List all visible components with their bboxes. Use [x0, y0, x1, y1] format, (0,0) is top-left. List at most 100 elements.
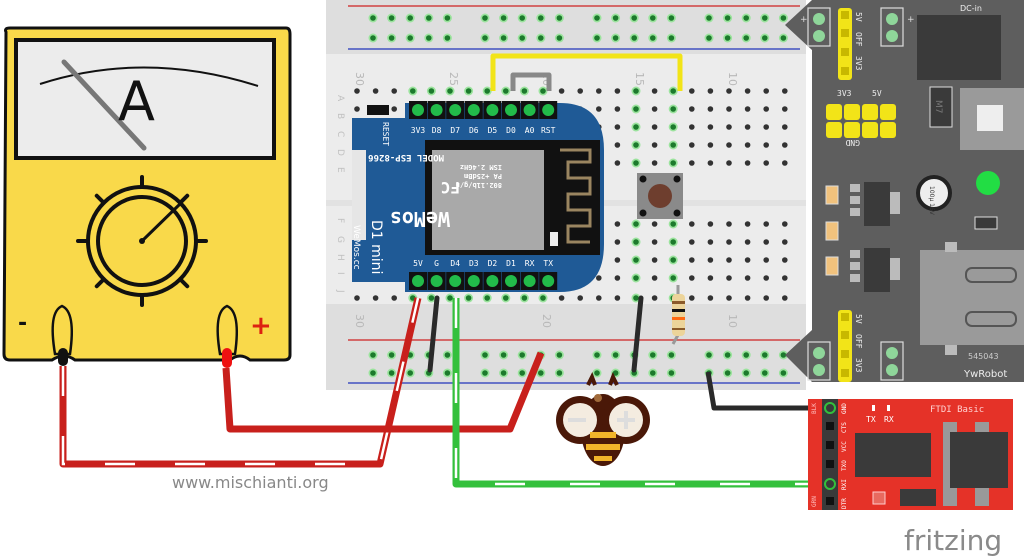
- breadboard-hole[interactable]: [707, 239, 714, 245]
- breadboard-hole[interactable]: [726, 124, 732, 130]
- breadboard-hole[interactable]: [726, 295, 732, 301]
- breadboard-hole[interactable]: [726, 106, 732, 112]
- breadboard-hole[interactable]: [726, 142, 732, 148]
- breadboard-hole[interactable]: [633, 160, 639, 166]
- ftdi-pin-vcc[interactable]: [826, 441, 834, 449]
- breadboard-hole[interactable]: [670, 106, 676, 112]
- breadboard-hole[interactable]: [782, 142, 788, 148]
- breadboard-hole[interactable]: [651, 106, 658, 112]
- header-pin[interactable]: [523, 275, 536, 287]
- breadboard-hole[interactable]: [614, 124, 621, 130]
- breadboard-hole[interactable]: [744, 239, 751, 245]
- breadboard-hole[interactable]: [763, 142, 769, 148]
- green-wire-d4-to-rxi[interactable]: [452, 298, 830, 488]
- ftdi-pin-cts[interactable]: [826, 422, 834, 430]
- header-pin[interactable]: [542, 275, 555, 287]
- breadboard-hole[interactable]: [391, 106, 398, 112]
- breadboard-hole[interactable]: [744, 160, 751, 166]
- breadboard-hole[interactable]: [428, 295, 435, 301]
- breadboard-hole[interactable]: [689, 275, 695, 281]
- breadboard-hole[interactable]: [763, 124, 769, 130]
- header-pin[interactable]: [430, 104, 443, 116]
- breadboard-hole[interactable]: [614, 221, 621, 227]
- breadboard-hole[interactable]: [670, 275, 676, 281]
- breadboard-hole[interactable]: [744, 257, 751, 263]
- breadboard-hole[interactable]: [689, 88, 695, 94]
- breadboard-hole[interactable]: [726, 239, 732, 245]
- ftdi-pin-dtr[interactable]: [826, 497, 834, 505]
- breadboard-hole[interactable]: [763, 275, 769, 281]
- breadboard-hole[interactable]: [763, 106, 769, 112]
- header-pin[interactable]: [412, 104, 424, 116]
- minus-terminal[interactable]: [51, 304, 73, 356]
- ftdi-pin-txo[interactable]: [826, 460, 834, 468]
- breadboard-hole[interactable]: [614, 275, 621, 281]
- breadboard-hole[interactable]: [707, 142, 714, 148]
- breadboard-hole[interactable]: [614, 295, 621, 301]
- breadboard-hole[interactable]: [707, 295, 714, 301]
- breadboard-hole[interactable]: [614, 160, 621, 166]
- breadboard-hole[interactable]: [689, 221, 695, 227]
- breadboard-hole[interactable]: [651, 88, 658, 94]
- breadboard-hole[interactable]: [372, 88, 379, 94]
- breadboard-hole[interactable]: [651, 295, 658, 301]
- breadboard-hole[interactable]: [465, 88, 472, 94]
- breadboard-hole[interactable]: [744, 295, 751, 301]
- breadboard-hole[interactable]: [782, 106, 788, 112]
- breadboard-hole[interactable]: [596, 295, 602, 301]
- breadboard-hole[interactable]: [503, 295, 509, 301]
- breadboard-hole[interactable]: [577, 88, 583, 94]
- header-pin[interactable]: [505, 275, 517, 287]
- breadboard-hole[interactable]: [447, 88, 453, 94]
- breadboard-hole[interactable]: [447, 295, 453, 301]
- breadboard-hole[interactable]: [391, 295, 398, 301]
- breadboard-hole[interactable]: [670, 160, 676, 166]
- breadboard-hole[interactable]: [707, 124, 714, 130]
- breadboard-hole[interactable]: [707, 160, 714, 166]
- header-pin[interactable]: [449, 104, 462, 116]
- breadboard-hole[interactable]: [577, 295, 583, 301]
- breadboard-hole[interactable]: [651, 275, 658, 281]
- breadboard-hole[interactable]: [633, 88, 639, 94]
- breadboard-hole[interactable]: [782, 257, 788, 263]
- breadboard-hole[interactable]: [782, 295, 788, 301]
- ftdi-pin-rxi[interactable]: [824, 478, 836, 490]
- breadboard-hole[interactable]: [726, 221, 732, 227]
- breadboard-hole[interactable]: [763, 88, 769, 94]
- header-pin[interactable]: [523, 104, 536, 116]
- breadboard-hole[interactable]: [558, 295, 565, 301]
- breadboard-hole[interactable]: [689, 160, 695, 166]
- breadboard-hole[interactable]: [763, 221, 769, 227]
- black-wire-button[interactable]: [631, 295, 644, 373]
- breadboard-hole[interactable]: [726, 275, 732, 281]
- breadboard-hole[interactable]: [782, 239, 788, 245]
- breadboard-hole[interactable]: [354, 106, 360, 112]
- button-cap[interactable]: [648, 184, 672, 208]
- breadboard-hole[interactable]: [744, 124, 751, 130]
- breadboard-hole[interactable]: [503, 88, 509, 94]
- header-pin[interactable]: [467, 275, 480, 287]
- breadboard-hole[interactable]: [763, 239, 769, 245]
- breadboard-hole[interactable]: [614, 106, 621, 112]
- breadboard-hole[interactable]: [651, 221, 658, 227]
- breadboard-hole[interactable]: [651, 160, 658, 166]
- breadboard-hole[interactable]: [465, 295, 472, 301]
- breadboard-hole[interactable]: [744, 142, 751, 148]
- header-pin[interactable]: [542, 104, 555, 116]
- breadboard-hole[interactable]: [782, 124, 788, 130]
- breadboard-hole[interactable]: [633, 142, 639, 148]
- breadboard-hole[interactable]: [782, 160, 788, 166]
- yellow-jumper-wire[interactable]: [490, 53, 683, 91]
- reset-button[interactable]: [367, 105, 389, 115]
- breadboard-hole[interactable]: [689, 142, 695, 148]
- ftdi-pin-gnd[interactable]: [824, 402, 836, 414]
- breadboard-hole[interactable]: [633, 295, 639, 301]
- breadboard-hole[interactable]: [614, 88, 621, 94]
- breadboard-hole[interactable]: [670, 88, 676, 94]
- breadboard-hole[interactable]: [763, 295, 769, 301]
- breadboard-hole[interactable]: [670, 221, 676, 227]
- breadboard-hole[interactable]: [391, 88, 398, 94]
- black-wire-gnd[interactable]: [427, 295, 440, 373]
- breadboard-hole[interactable]: [484, 88, 491, 94]
- header-pin[interactable]: [486, 275, 499, 287]
